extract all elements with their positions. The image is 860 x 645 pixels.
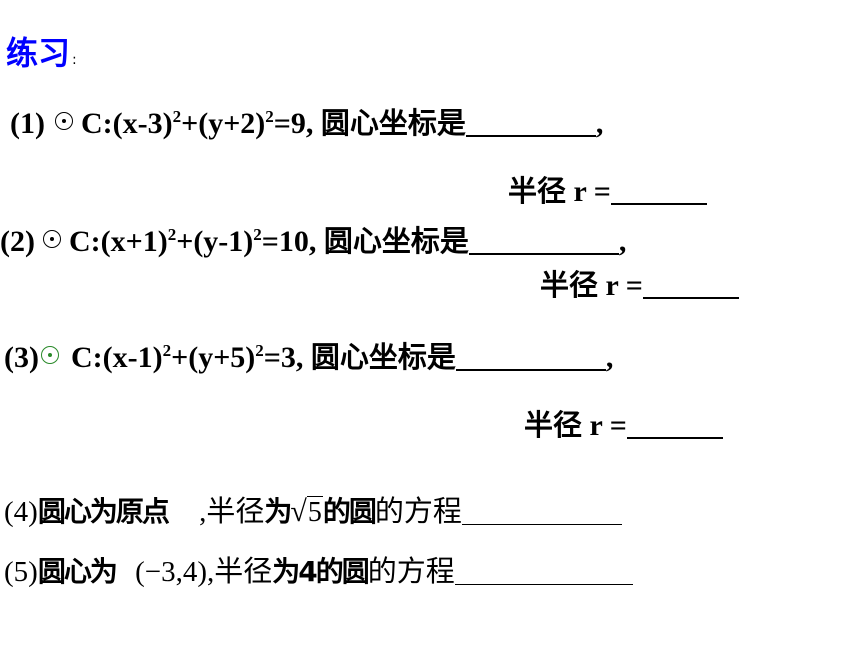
item-2-equation: (2)C:(x+1)2+(y-1)2=10, 圆心坐标是, [0,218,626,260]
item-3-question: 圆心坐标是 [310,340,456,374]
item-2-radius: 半径 r = [540,262,739,304]
item-4-of-circle: 的圆 [322,495,377,528]
item-2-eq-mid: +(y-1) [176,225,254,258]
circle-symbol-icon [42,230,61,248]
circle-symbol-icon [40,346,59,364]
item-5-radius-text: 半径 [214,554,273,588]
exercise-title: 练习: [6,28,77,74]
item-1-label: (1) [10,107,45,140]
item-1-exp1: 2 [172,107,182,126]
item-4-answer-blank [461,524,622,525]
item-1-eq-mid: +(y+2) [181,107,266,140]
item-1-radius-blank [610,203,707,205]
exercise-title-colon: : [72,52,77,68]
item-1-radius-label: 半径 [508,174,567,208]
item-3-exp2: 2 [255,341,264,360]
item-4-label: (4) [4,496,38,528]
item-5-center-text: 圆心为 [37,555,118,588]
item-4-radius-text: 半径 [206,494,265,528]
item-2-exp2: 2 [253,225,262,244]
item-2-radius-label: 半径 [540,268,599,302]
item-3-eq-prefix: C:(x-1) [70,341,163,374]
item-3-equation: (3)C:(x-1)2+(y+5)2=3, 圆心坐标是, [4,334,613,376]
item-1-radius: 半径 r = [508,168,707,210]
item-1-radius-var: r = [573,175,611,208]
item-3-exp1: 2 [162,341,172,360]
item-3-eq-suffix: =3, [263,341,304,374]
item-2-label: (2) [0,225,35,258]
item-3-radius-var: r = [589,409,627,442]
item-5-equation-text: 的方程 [367,554,455,588]
item-1-eq-prefix: C:(x-3) [80,107,173,140]
item-4-center-text: 圆心为原点 [37,495,170,528]
item-2-eq-prefix: C:(x+1) [68,225,168,258]
item-3-radius-label: 半径 [524,408,583,442]
exercise-title-text: 练习 [6,34,71,72]
item-1-trail: , [595,107,604,140]
sqrt-radical-icon: √ [290,495,307,528]
item-4-comma: , [199,496,207,528]
item-1-question: 圆心坐标是 [320,106,466,140]
item-1-center-blank [465,135,596,137]
item-2-radius-var: r = [605,269,643,302]
circle-symbol-icon [54,112,73,130]
item-5: (5)圆心为 (−3,4),半径为4的圆的方程 [4,548,633,590]
item-2-trail: , [618,225,627,258]
item-3-center-blank [455,369,606,371]
sqrt-expression: √5 [290,495,323,529]
item-3-eq-mid: +(y+5) [171,341,256,374]
item-2-exp1: 2 [167,225,177,244]
item-1-exp2: 2 [265,107,274,126]
item-3-label: (3) [4,341,39,374]
item-2-question: 圆心坐标是 [323,224,469,258]
item-2-center-blank [468,253,619,255]
item-3-radius: 半径 r = [524,402,723,444]
item-4: (4)圆心为原点 ,半径为√5的圆的方程 [4,488,622,530]
item-3-trail: , [605,341,614,374]
item-2-radius-blank [642,297,739,299]
item-1-eq-suffix: =9, [273,107,314,140]
item-4-sqrt-arg: 5 [306,496,323,528]
item-4-equation-text: 的方程 [374,494,462,528]
item-5-answer-blank [454,584,633,585]
item-2-eq-suffix: =10, [261,225,317,258]
item-3-radius-blank [626,437,723,439]
item-5-label: (5) [4,556,38,588]
item-4-is-text: 为 [264,495,292,528]
item-5-is-text: 为4的圆 [272,555,369,588]
item-5-point: (−3,4), [135,556,215,588]
item-1-equation: (1)C:(x-3)2+(y+2)2=9, 圆心坐标是, [10,100,603,142]
